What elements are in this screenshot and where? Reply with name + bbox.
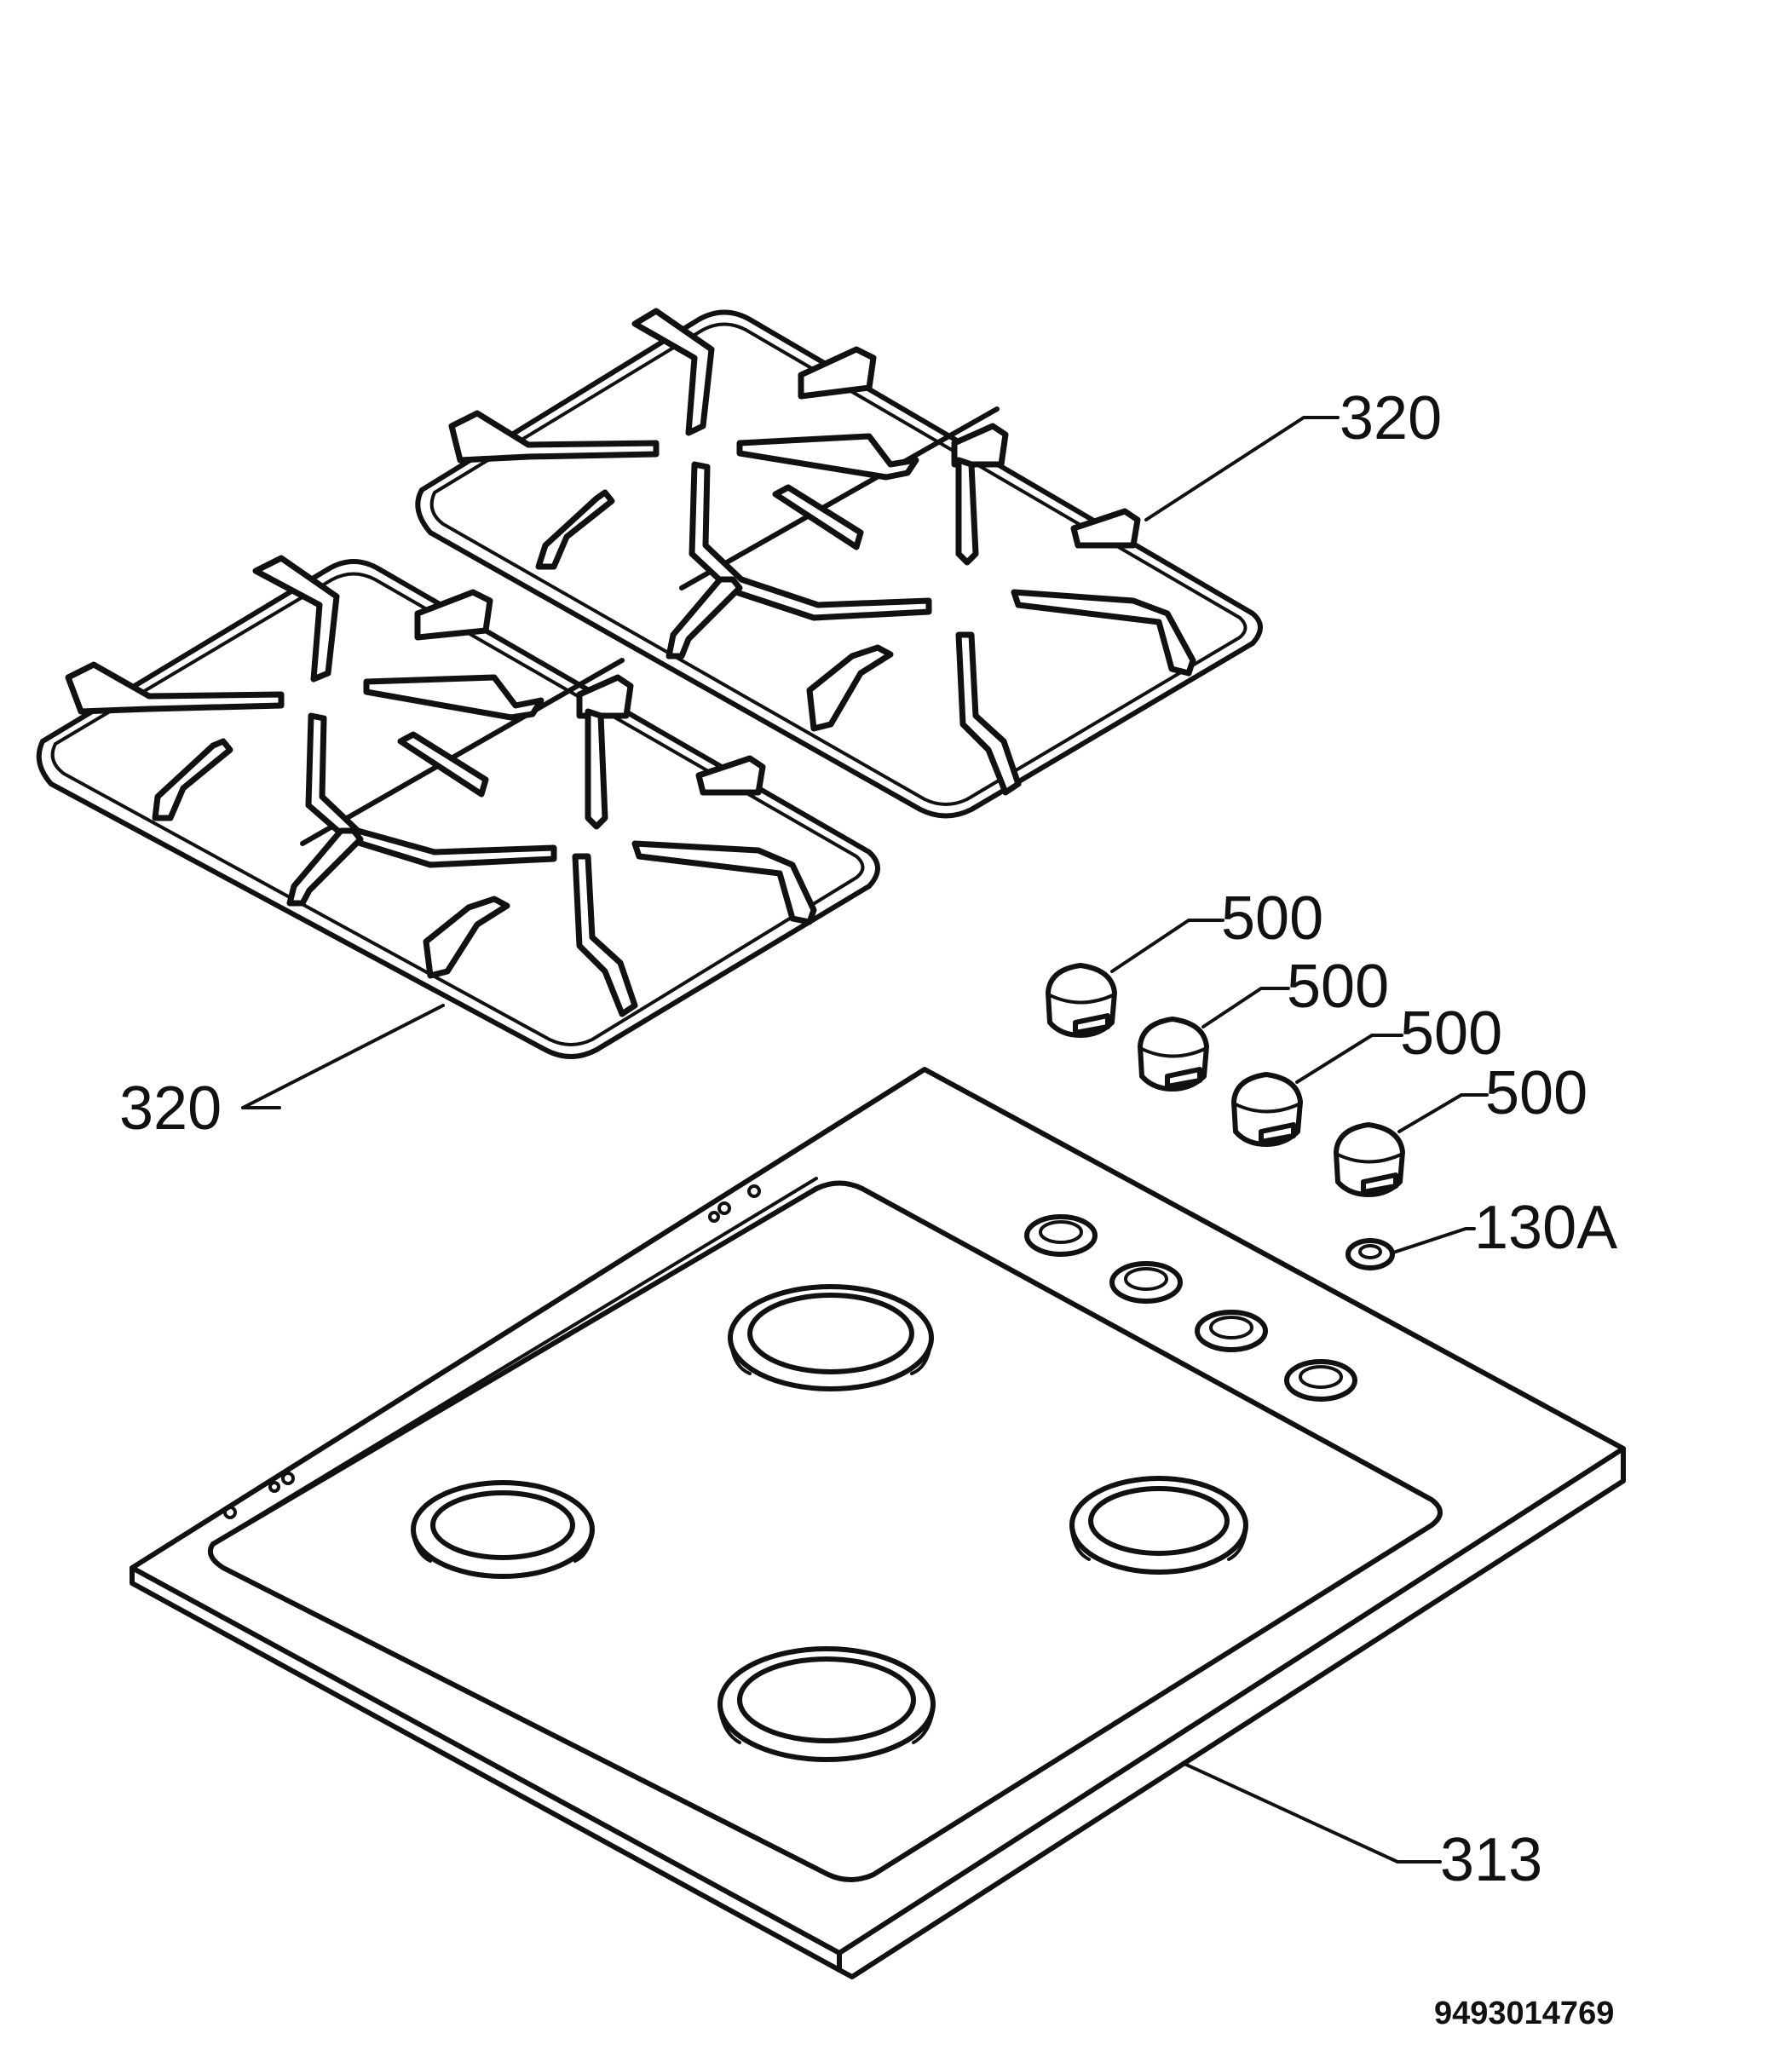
burner-left (411, 1480, 595, 1579)
pan-support-grid-top (415, 308, 1263, 819)
screw-holes (223, 1184, 761, 1519)
control-knob (1046, 963, 1117, 1038)
hob-top-313 (130, 1067, 1626, 1979)
leader-lines (241, 416, 1489, 1864)
control-knob (1138, 1017, 1209, 1092)
label-313: 313 (1440, 1826, 1542, 1894)
pan-support-grid-left (36, 555, 880, 1059)
label-500-4: 500 (1485, 1059, 1587, 1127)
knob-ring-130a (1345, 1238, 1395, 1270)
label-320-left: 320 (119, 1074, 222, 1143)
knob-apertures (1024, 1214, 1357, 1402)
burner-front (717, 1646, 936, 1762)
burner-rear (728, 1284, 934, 1391)
label-500-1: 500 (1221, 884, 1323, 953)
drawing-number: 9493014769 (1434, 1996, 1614, 2031)
label-320-top: 320 (1340, 384, 1442, 452)
control-knob (1231, 1072, 1303, 1147)
label-500-2: 500 (1287, 953, 1389, 1021)
label-130a: 130A (1474, 1194, 1617, 1262)
control-knob (1334, 1122, 1405, 1197)
burner-right (1069, 1476, 1248, 1575)
label-500-3: 500 (1400, 999, 1502, 1068)
